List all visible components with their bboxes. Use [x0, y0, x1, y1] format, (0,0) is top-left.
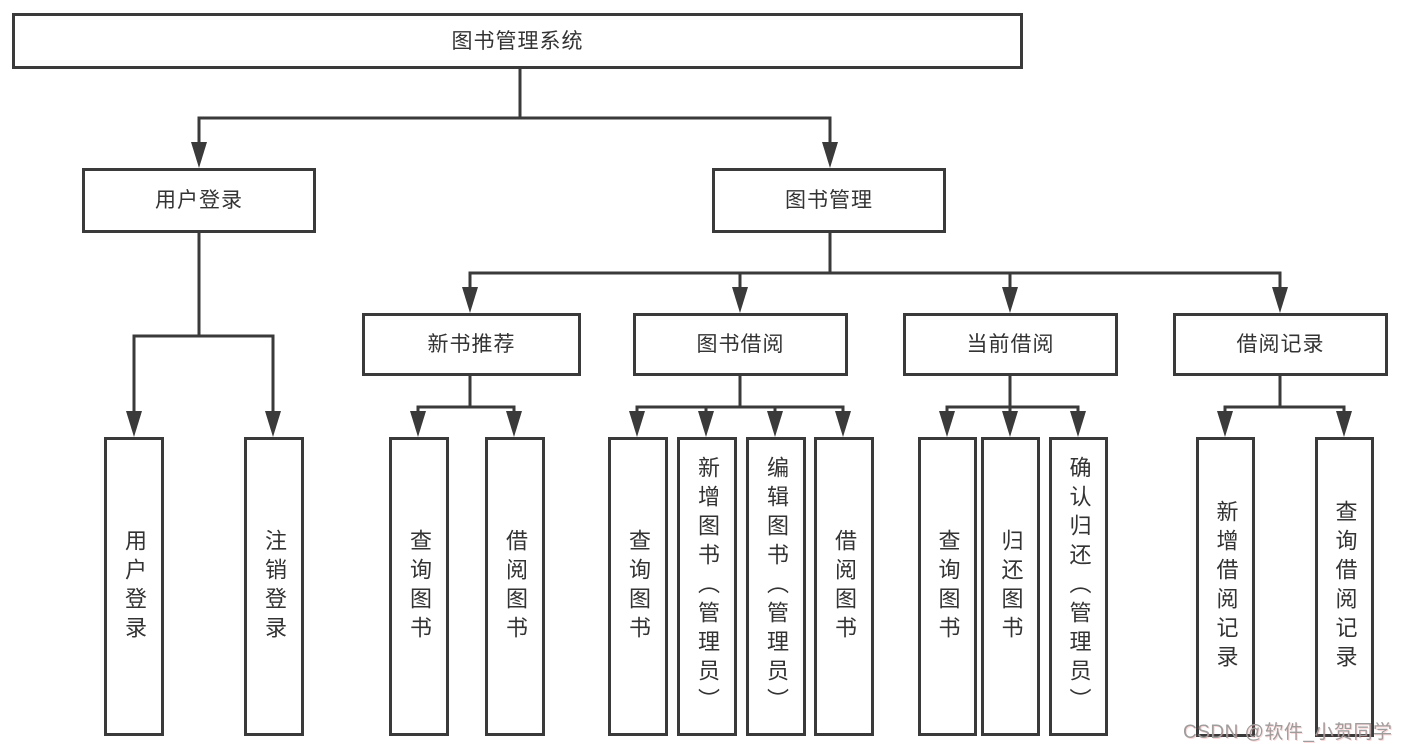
node-book-borrow: 图书借阅	[633, 313, 848, 376]
leaf-borrow-books-2: 借阅图书	[814, 437, 874, 736]
node-book-management: 图书管理	[712, 168, 946, 233]
node-current-borrow: 当前借阅	[903, 313, 1118, 376]
leaf-return-books: 归还图书	[981, 437, 1040, 736]
node-user-login: 用户登录	[82, 168, 316, 233]
leaf-user-login: 用户登录	[104, 437, 164, 736]
leaf-edit-books-admin: 编辑图书（管理员）	[746, 437, 806, 736]
node-root-library-system: 图书管理系统	[12, 13, 1023, 69]
leaf-query-books-1: 查询图书	[389, 437, 449, 736]
csdn-watermark: CSDN @软件_小贺同学	[1183, 722, 1393, 743]
leaf-add-books-admin: 新增图书（管理员）	[677, 437, 737, 736]
node-borrow-records: 借阅记录	[1173, 313, 1388, 376]
arrowhead-group	[126, 142, 1352, 437]
leaf-borrow-books-1: 借阅图书	[485, 437, 545, 736]
leaf-query-books-2: 查询图书	[608, 437, 668, 736]
leaf-confirm-return-admin: 确认归还（管理员）	[1049, 437, 1108, 736]
node-new-book-recommend: 新书推荐	[362, 313, 581, 376]
leaf-query-books-3: 查询图书	[918, 437, 977, 736]
leaf-add-borrow-record: 新增借阅记录	[1196, 437, 1255, 737]
leaf-logout: 注销登录	[244, 437, 304, 736]
leaf-query-borrow-record: 查询借阅记录	[1315, 437, 1374, 737]
